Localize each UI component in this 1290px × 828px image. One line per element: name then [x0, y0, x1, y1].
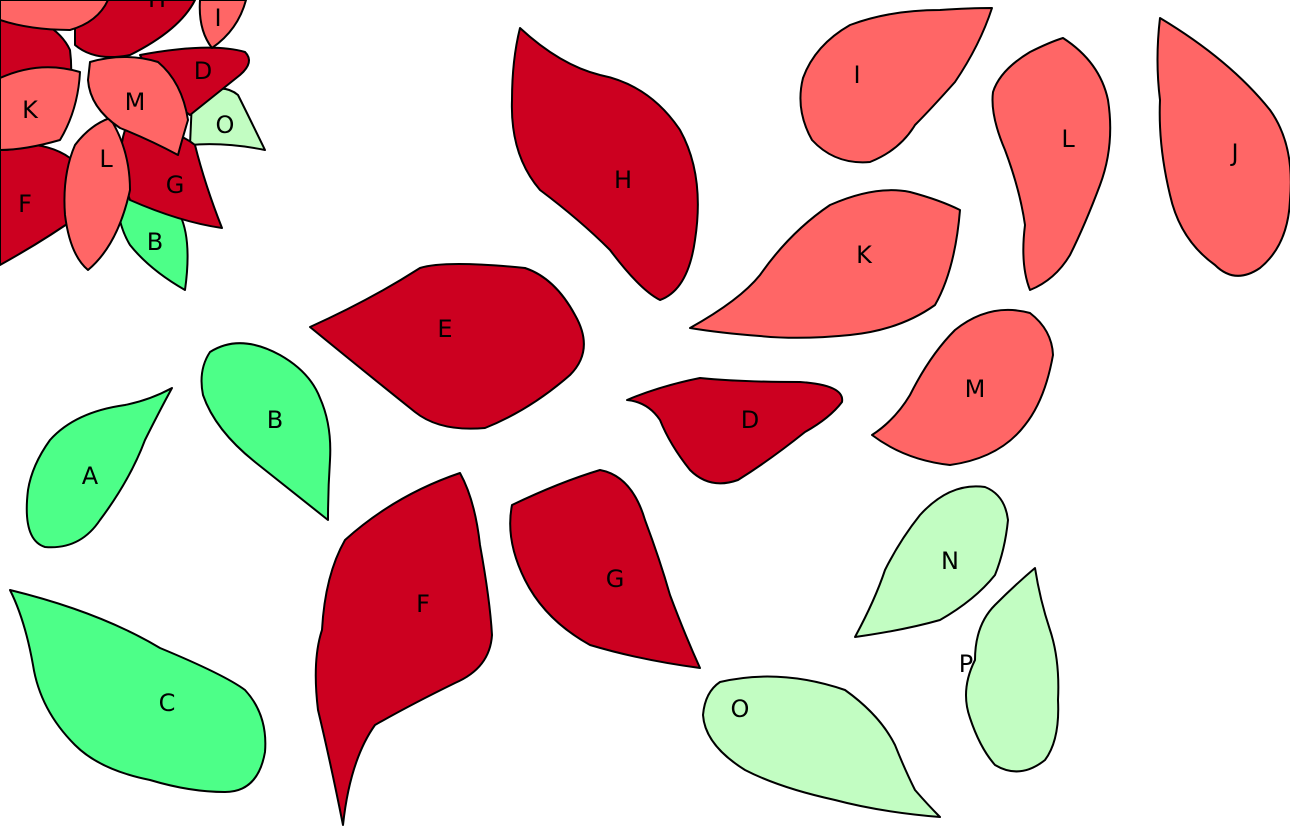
piece-m[interactable]: M — [872, 310, 1053, 465]
piece-d[interactable]: D — [627, 378, 842, 483]
piece-e[interactable]: E — [310, 264, 584, 429]
piece-n-shape[interactable] — [855, 486, 1008, 637]
piece-o[interactable]: O — [703, 677, 940, 817]
piece-f[interactable]: F — [316, 473, 492, 825]
piece-m-shape[interactable] — [872, 310, 1053, 465]
piece-b-shape[interactable] — [202, 343, 331, 520]
piece-c-shape[interactable] — [10, 590, 265, 792]
assembled-petal-k — [0, 67, 80, 150]
piece-c[interactable]: C — [10, 590, 265, 792]
piece-f-shape[interactable] — [316, 473, 492, 825]
piece-n[interactable]: N — [855, 486, 1008, 637]
piece-l-shape[interactable] — [993, 38, 1111, 290]
assembled-petal-i — [200, 0, 246, 48]
piece-h[interactable]: H — [512, 28, 698, 300]
piece-k-shape[interactable] — [690, 190, 960, 338]
piece-a[interactable]: A — [27, 388, 172, 547]
piece-h-shape[interactable] — [512, 28, 698, 300]
piece-a-shape[interactable] — [27, 388, 172, 547]
assembled-petal-l — [64, 118, 130, 270]
piece-e-shape[interactable] — [310, 264, 584, 429]
piece-i[interactable]: I — [800, 8, 992, 162]
piece-g[interactable]: G — [510, 470, 700, 668]
assembled-flower: H I D K M O L G F B — [0, 0, 265, 290]
piece-j-shape[interactable] — [1158, 18, 1290, 276]
piece-p[interactable]: P — [959, 568, 1059, 771]
piece-b[interactable]: B — [202, 343, 331, 520]
piece-k[interactable]: K — [690, 190, 960, 338]
piece-l[interactable]: L — [993, 38, 1111, 290]
piece-j[interactable]: J — [1158, 18, 1290, 276]
piece-g-shape[interactable] — [510, 470, 700, 668]
piece-d-shape[interactable] — [627, 378, 842, 483]
piece-i-shape[interactable] — [800, 8, 992, 162]
piece-o-shape[interactable] — [703, 677, 940, 817]
piece-p-shape[interactable] — [966, 568, 1058, 771]
